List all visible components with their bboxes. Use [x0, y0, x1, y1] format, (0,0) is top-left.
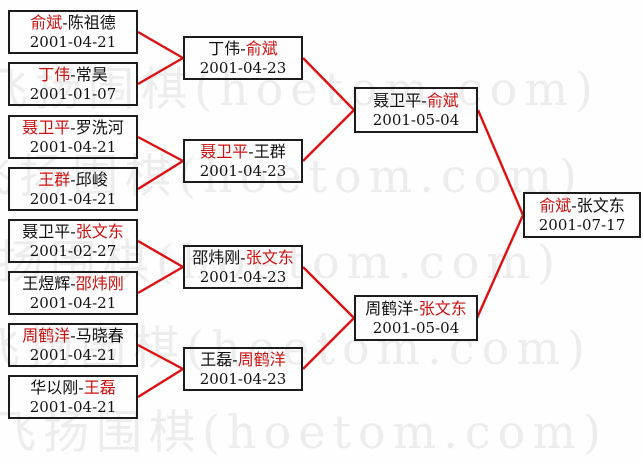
match-date: 2001-04-23	[199, 161, 287, 180]
match-players: 邵炜刚-张文东	[192, 248, 293, 268]
match-players: 丁伟-俞斌	[208, 39, 277, 59]
player-name: 张文东	[75, 221, 124, 241]
match-players: 周鹤洋-马晓春	[22, 326, 123, 346]
player-name: 邵炜刚	[192, 247, 241, 267]
match-players: 王磊-周鹤洋	[200, 350, 285, 370]
match-date: 2001-04-21	[29, 137, 117, 156]
match-players: 聂卫平-张文东	[22, 222, 123, 242]
player-name: 俞斌	[539, 195, 572, 215]
match-date: 2001-04-21	[29, 189, 117, 208]
match-date: 2001-05-04	[372, 318, 460, 337]
match-date: 2001-04-21	[29, 32, 117, 51]
match-date: 2001-04-23	[199, 58, 287, 77]
match-players: 王群-邱峻	[38, 170, 107, 190]
match-date: 2001-05-04	[372, 110, 460, 129]
player-name: 丁伟	[208, 38, 241, 58]
player-name: 王煜辉	[22, 273, 71, 293]
match-separator: -	[70, 221, 76, 241]
match-box-final[interactable]: 俞斌-张文东 2001-07-17	[523, 192, 641, 238]
match-players: 王煜辉-邵炜刚	[22, 274, 123, 294]
match-box-r1-m2[interactable]: 丁伟-常昊 2001-01-07	[8, 62, 138, 106]
match-separator: -	[248, 141, 254, 161]
match-box-r2-m1[interactable]: 丁伟-俞斌 2001-04-23	[183, 36, 303, 80]
match-box-r2-m4[interactable]: 王磊-周鹤洋 2001-04-23	[183, 347, 303, 391]
match-date: 2001-04-21	[29, 345, 117, 364]
player-name: 马晓春	[75, 325, 124, 345]
match-box-r1-m8[interactable]: 华以刚-王磊 2001-04-21	[8, 375, 138, 419]
player-name: 张文东	[418, 298, 467, 318]
match-box-r1-m7[interactable]: 周鹤洋-马晓春 2001-04-21	[8, 323, 138, 367]
player-name: 周鹤洋	[365, 298, 414, 318]
match-box-sf-m2[interactable]: 周鹤洋-张文东 2001-05-04	[354, 295, 478, 341]
match-separator: -	[571, 195, 577, 215]
match-date: 2001-04-23	[199, 267, 287, 286]
tournament-bracket: 飞扬围棋(hoetom.com) 飞扬围棋(hoetom.com) 飞扬围棋(h…	[0, 10, 641, 459]
match-separator: -	[413, 298, 419, 318]
match-separator: -	[240, 247, 246, 267]
match-players: 聂卫平-俞斌	[373, 91, 458, 111]
bracket-lines	[137, 30, 525, 399]
match-date: 2001-02-27	[29, 241, 117, 260]
match-players: 华以刚-王磊	[30, 378, 115, 398]
player-name: 常昊	[75, 64, 108, 84]
player-name: 周鹤洋	[237, 349, 286, 369]
player-name: 张文东	[576, 195, 625, 215]
match-box-r1-m4[interactable]: 王群-邱峻 2001-04-21	[8, 167, 138, 211]
match-separator: -	[421, 90, 427, 110]
player-name: 陈祖德	[67, 12, 116, 32]
player-name: 王群	[253, 141, 286, 161]
match-separator: -	[70, 325, 76, 345]
match-box-r1-m3[interactable]: 聂卫平-罗洗河 2001-04-21	[8, 115, 138, 159]
match-date: 2001-07-17	[538, 215, 626, 234]
match-players: 丁伟-常昊	[38, 65, 107, 85]
match-date: 2001-04-21	[29, 397, 117, 416]
match-separator: -	[62, 12, 68, 32]
match-box-r1-m5[interactable]: 聂卫平-张文东 2001-02-27	[8, 219, 138, 263]
match-date: 2001-04-21	[29, 293, 117, 312]
match-players: 聂卫平-罗洗河	[22, 118, 123, 138]
player-name: 王群	[38, 169, 71, 189]
match-date: 2001-04-23	[199, 369, 287, 388]
player-name: 王磊	[83, 377, 116, 397]
player-name: 俞斌	[426, 90, 459, 110]
player-name: 俞斌	[245, 38, 278, 58]
player-name: 俞斌	[30, 12, 63, 32]
match-box-sf-m1[interactable]: 聂卫平-俞斌 2001-05-04	[354, 87, 478, 133]
match-separator: -	[70, 273, 76, 293]
player-name: 邵炜刚	[75, 273, 124, 293]
player-name: 聂卫平	[200, 141, 249, 161]
match-box-r2-m2[interactable]: 聂卫平-王群 2001-04-23	[183, 139, 303, 183]
match-box-r2-m3[interactable]: 邵炜刚-张文东 2001-04-23	[183, 245, 303, 289]
match-separator: -	[70, 64, 76, 84]
match-players: 俞斌-陈祖德	[30, 13, 115, 33]
match-separator: -	[232, 349, 238, 369]
match-box-r1-m6[interactable]: 王煜辉-邵炜刚 2001-04-21	[8, 271, 138, 315]
match-players: 聂卫平-王群	[200, 142, 285, 162]
player-name: 邱峻	[75, 169, 108, 189]
player-name: 丁伟	[38, 64, 71, 84]
player-name: 张文东	[245, 247, 294, 267]
match-players: 俞斌-张文东	[539, 196, 624, 216]
match-date: 2001-01-07	[29, 84, 117, 103]
player-name: 罗洗河	[75, 117, 124, 137]
match-players: 周鹤洋-张文东	[365, 299, 466, 319]
match-box-r1-m1[interactable]: 俞斌-陈祖德 2001-04-21	[8, 10, 138, 54]
player-name: 聂卫平	[22, 117, 71, 137]
player-name: 华以刚	[30, 377, 79, 397]
match-separator: -	[70, 169, 76, 189]
player-name: 聂卫平	[22, 221, 71, 241]
player-name: 聂卫平	[373, 90, 422, 110]
match-separator: -	[70, 117, 76, 137]
player-name: 王磊	[200, 349, 233, 369]
match-separator: -	[240, 38, 246, 58]
player-name: 周鹤洋	[22, 325, 71, 345]
match-separator: -	[78, 377, 84, 397]
